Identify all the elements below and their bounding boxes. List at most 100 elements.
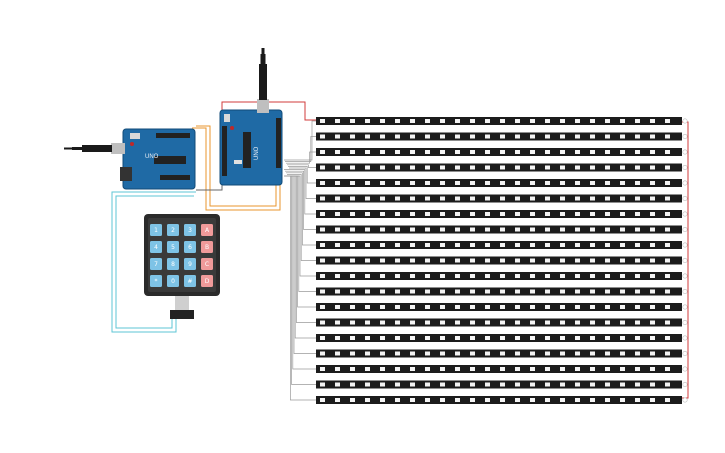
led-strip[interactable] [316, 241, 688, 249]
keypad-key[interactable]: 6 [184, 241, 196, 253]
serial-wire-2[interactable] [196, 125, 277, 207]
keypad-key[interactable]: 5 [167, 241, 179, 253]
led-pixel [590, 243, 595, 247]
arduino-uno-right[interactable]: UNO [219, 109, 283, 186]
led-strip[interactable] [316, 380, 688, 389]
led-strip[interactable] [316, 117, 688, 125]
led-strip[interactable] [316, 132, 688, 141]
led-strip[interactable] [316, 318, 688, 327]
led-pixel [410, 150, 415, 154]
keypad-key[interactable]: 7 [150, 258, 162, 270]
led-strip[interactable] [316, 225, 688, 234]
keypad-key[interactable]: 2 [167, 224, 179, 236]
led-pixel [440, 274, 445, 278]
led-pixel [410, 165, 415, 170]
led-strip[interactable] [316, 256, 688, 265]
led-strip[interactable] [316, 194, 688, 203]
led-strip[interactable] [316, 287, 688, 296]
led-pixel [515, 134, 520, 139]
keypad-key[interactable]: D [201, 275, 213, 287]
led-pixel [605, 382, 610, 387]
led-pixel [470, 196, 475, 201]
led-pixel [425, 165, 430, 170]
keypad-key[interactable]: # [184, 275, 196, 287]
led-pixel [410, 351, 415, 356]
led-pixel [605, 367, 610, 371]
led-pixel [455, 305, 460, 309]
led-pixel [320, 181, 325, 185]
led-pixel [395, 320, 400, 325]
led-pixel [635, 274, 640, 278]
led-pixel [530, 165, 535, 170]
data-wire[interactable] [285, 170, 316, 230]
keypad-key[interactable]: 8 [167, 258, 179, 270]
led-pixel [620, 212, 625, 216]
data-wire[interactable] [285, 136, 316, 162]
led-pixel [515, 243, 520, 247]
led-strip[interactable] [316, 365, 688, 373]
keypad-wire-2[interactable] [115, 195, 194, 329]
keypad-key[interactable]: A [201, 224, 213, 236]
led-pixel [530, 196, 535, 201]
led-pixel [440, 336, 445, 340]
keypad-key[interactable]: B [201, 241, 213, 253]
led-pixel [425, 134, 430, 139]
data-wire[interactable] [287, 174, 316, 261]
data-wire[interactable] [288, 175, 316, 370]
led-pixel [590, 119, 595, 123]
led-pixel [530, 274, 535, 278]
led-pixel [380, 351, 385, 356]
keypad-key[interactable]: 0 [167, 275, 179, 287]
led-pixel [335, 227, 340, 232]
keypad-wire-1[interactable] [111, 191, 196, 333]
led-strip[interactable] [316, 303, 688, 311]
led-pixel [320, 150, 325, 154]
led-pixel [485, 165, 490, 170]
data-wire[interactable] [286, 172, 316, 246]
led-pixel [590, 382, 595, 387]
led-strip[interactable] [316, 163, 688, 172]
led-pixel [455, 165, 460, 170]
led-strip[interactable] [316, 179, 688, 187]
led-pixel [425, 196, 430, 201]
data-wire[interactable] [288, 175, 316, 277]
led-strip[interactable] [316, 148, 688, 156]
data-wire[interactable] [288, 166, 316, 184]
data-wire[interactable] [289, 167, 316, 199]
keypad-key[interactable]: 9 [184, 258, 196, 270]
data-wire[interactable] [287, 164, 316, 168]
arduino-uno-left[interactable]: UNO [120, 128, 196, 190]
data-wire[interactable] [284, 169, 316, 215]
led-strip[interactable] [316, 349, 688, 358]
led-pixel [515, 165, 520, 170]
led-pixel [395, 351, 400, 356]
led-pixel [485, 305, 490, 309]
keypad-key[interactable]: 1 [150, 224, 162, 236]
led-pixel [500, 165, 505, 170]
keypad-key[interactable]: * [150, 275, 162, 287]
led-pixel [620, 382, 625, 387]
led-strip[interactable] [316, 210, 688, 218]
power-wire[interactable] [221, 101, 318, 121]
keypad-key[interactable]: 4 [150, 241, 162, 253]
led-pixel [335, 320, 340, 325]
ground-wire[interactable] [196, 182, 223, 191]
usb-connector-right[interactable] [257, 48, 269, 113]
led-pixel [605, 134, 610, 139]
led-strip[interactable] [316, 334, 688, 342]
keypad-key[interactable]: C [201, 258, 213, 270]
led-pixel [335, 367, 340, 371]
data-wire[interactable] [285, 175, 316, 323]
data-wire[interactable] [284, 175, 316, 401]
keypad-key[interactable]: 3 [184, 224, 196, 236]
data-wire[interactable] [284, 120, 316, 161]
led-strip[interactable] [316, 272, 688, 280]
led-pixel [575, 227, 580, 232]
data-wire[interactable] [286, 151, 316, 164]
led-strip[interactable] [316, 396, 688, 404]
keypad-key-label: 6 [188, 244, 192, 251]
usb-connector-left[interactable] [64, 143, 125, 154]
led-pixel [350, 196, 355, 201]
serial-wire-1[interactable] [192, 127, 281, 211]
